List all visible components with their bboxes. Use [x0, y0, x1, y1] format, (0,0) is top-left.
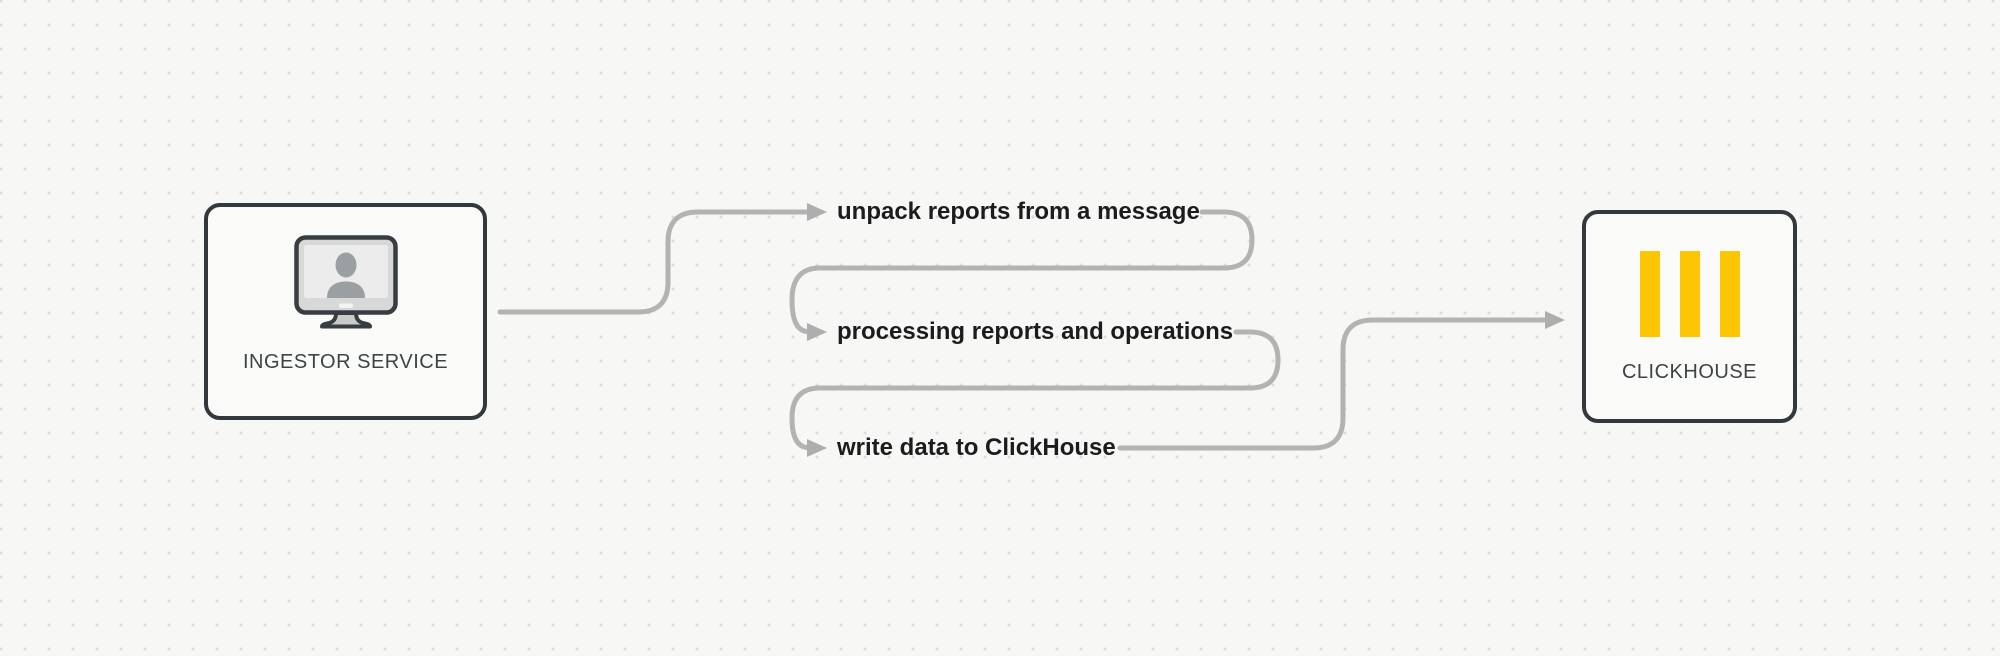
monitor-power-light — [338, 303, 353, 308]
node-clickhouse: CLICKHOUSE — [1582, 210, 1797, 423]
monitor-stand — [319, 311, 372, 329]
node-ingestor-service: INGESTOR SERVICE — [204, 203, 487, 420]
clickhouse-bars-icon — [1639, 251, 1740, 337]
monitor-user-icon — [293, 235, 398, 329]
arrowhead-icon — [807, 203, 827, 221]
step-label-write-data: write data to ClickHouse — [837, 434, 1116, 461]
arrowhead-icon — [1545, 311, 1565, 329]
connector-ingestor-to-step1 — [497, 209, 810, 315]
node-label-clickhouse: CLICKHOUSE — [1621, 361, 1758, 383]
step-label-processing-reports: processing reports and operations — [837, 318, 1234, 345]
connector-step1-to-step2 — [789, 209, 1255, 334]
arrowhead-icon — [807, 323, 827, 341]
connector-step3-to-clickhouse — [1117, 317, 1547, 451]
connector-step2-to-step3 — [789, 329, 1281, 450]
user-silhouette-icon — [326, 252, 365, 298]
arrowhead-icon — [807, 439, 827, 457]
step-label-unpack-reports: unpack reports from a message — [837, 198, 1200, 225]
node-label-ingestor-service: INGESTOR SERVICE — [242, 351, 449, 373]
